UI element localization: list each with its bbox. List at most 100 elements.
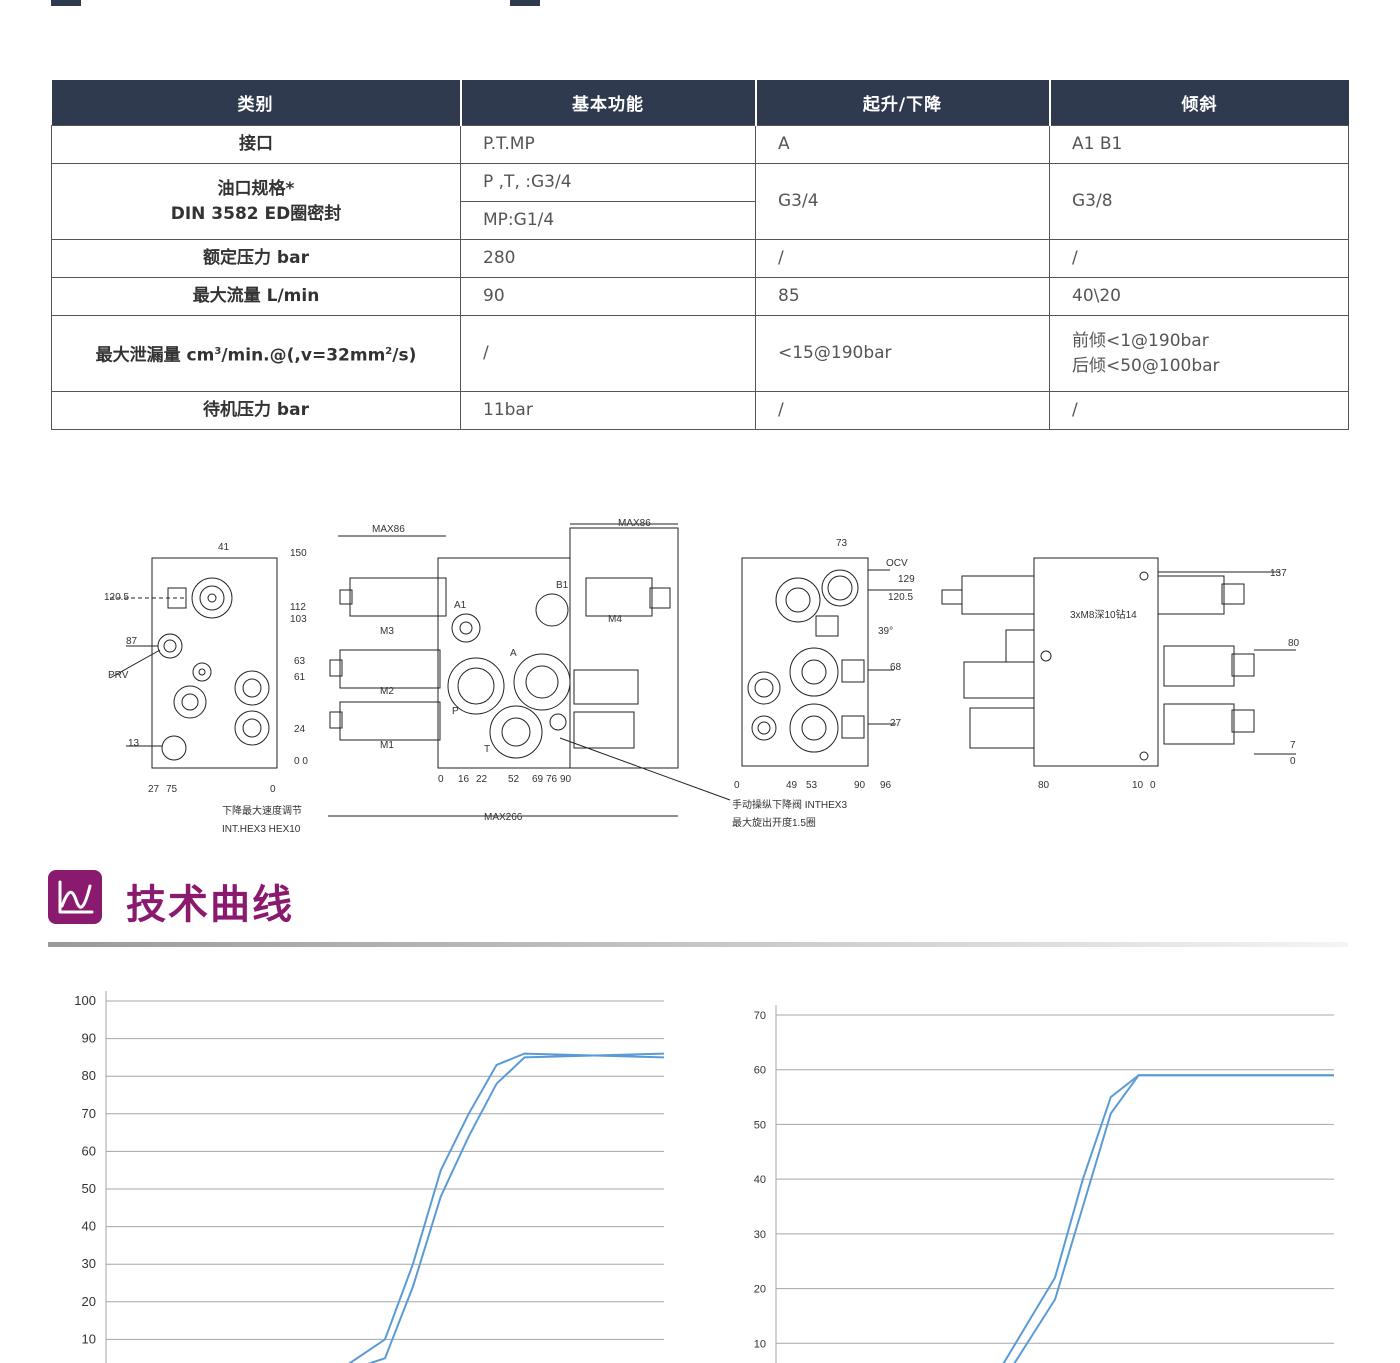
standby-pressure-tilt: /	[1049, 391, 1349, 430]
dim-bottom-left-0: 0	[270, 784, 276, 795]
dim-bottom-mid-16: 16	[458, 774, 470, 785]
dim-150: 150	[290, 548, 307, 559]
standby-pressure-label: 待机压力 bar	[51, 391, 461, 430]
top-tab-left	[51, 0, 81, 6]
dim-120-5b: 120.5	[888, 592, 913, 603]
dim-bottom-far-80: 80	[1038, 780, 1050, 791]
series-line-1	[348, 1052, 665, 1363]
row-rated-pressure: 额定压力 bar 280 / /	[51, 239, 1349, 278]
row-max-leakage: 最大泄漏量 cm3/min.@(,v=32mm2/s) / <15@190bar…	[51, 315, 1349, 392]
y-tick-label: 30	[82, 1256, 96, 1271]
standby-pressure-lift: /	[755, 391, 1050, 430]
dim-bottom-mid-22: 22	[476, 774, 488, 785]
dim-max86-a: MAX86	[372, 524, 405, 535]
row-max-flow: 最大流量 L/min 90 85 40\20	[51, 277, 1349, 316]
back-view	[941, 557, 1296, 767]
leak-label-sup1: 3	[214, 345, 222, 357]
row-port: 接口 P.T.MP A A1 B1	[51, 125, 1349, 164]
y-tick-label: 60	[754, 1065, 766, 1077]
label-m2: M2	[380, 686, 394, 697]
dim-bottom-mid-69: 69	[532, 774, 544, 785]
dim-bottom-right-0: 0	[734, 780, 740, 791]
label-t: T	[484, 744, 490, 755]
port-spec-basic-line2: MP:G1/4	[483, 210, 555, 230]
y-tick-label: 70	[82, 1106, 96, 1121]
leak-label-sup2: 2	[385, 345, 393, 357]
dim-bottom-right-96: 96	[880, 780, 892, 791]
dim-bottom-mid-90: 90	[560, 774, 572, 785]
row-port-spec: 油口规格* DIN 3582 ED圈密封 P ,T, :G3/4 MP:G1/4…	[51, 163, 1349, 240]
port-spec-basic: P ,T, :G3/4 MP:G1/4	[460, 163, 756, 240]
section-title: 技术曲线	[126, 882, 294, 928]
dim-73: 73	[836, 538, 848, 549]
dim-63: 63	[294, 656, 306, 667]
label-p: P	[452, 706, 459, 717]
port-spec-tilt: G3/8	[1049, 163, 1349, 240]
port-spec-lift: G3/4	[755, 163, 1050, 240]
dim-bottom-mid-76: 76	[546, 774, 558, 785]
note-right-2: 最大旋出开度1.5圈	[732, 816, 816, 829]
port-spec-label-line2: DIN 3582 ED圈密封	[170, 203, 342, 224]
label-b1: B1	[556, 580, 569, 591]
max-leakage-lift: <15@190bar	[755, 315, 1050, 392]
dim-bottom-right-49: 49	[786, 780, 798, 791]
standby-pressure-basic: 11bar	[460, 391, 756, 430]
rated-pressure-basic: 280	[460, 239, 756, 278]
side-view-left	[109, 557, 278, 769]
y-tick-label: 20	[82, 1294, 96, 1309]
header-lift-lower: 起升/下降	[755, 80, 1051, 126]
header-category: 类别	[51, 80, 462, 126]
dim-41: 41	[218, 542, 230, 553]
dim-129: 129	[898, 574, 915, 585]
rated-pressure-label: 额定压力 bar	[51, 239, 461, 278]
port-label: 接口	[51, 125, 461, 164]
dim-13: 13	[128, 738, 140, 749]
dim-103: 103	[290, 614, 307, 625]
spec-table: 类别 基本功能 起升/下降 倾斜 接口 P.T.MP A A1 B1 油口规格*…	[51, 80, 1349, 430]
port-tilt: A1 B1	[1049, 125, 1349, 164]
port-basic: P.T.MP	[460, 125, 756, 164]
header-tilt: 倾斜	[1049, 80, 1349, 126]
dim-137: 137	[1270, 568, 1287, 579]
note-left-1: 下降最大速度调节	[222, 804, 302, 817]
dim-bottom-right-53: 53	[806, 780, 818, 791]
leak-label-prefix: 最大泄漏量 cm	[95, 345, 215, 366]
dim-bottom-mid-0: 0	[438, 774, 444, 785]
port-spec-label: 油口规格* DIN 3582 ED圈密封	[51, 163, 461, 240]
y-tick-label: 30	[754, 1229, 766, 1241]
max-leakage-tilt-line1: 前倾<1@190bar	[1072, 330, 1209, 351]
row-standby-pressure: 待机压力 bar 11bar / /	[51, 391, 1349, 430]
leak-label-suffix: /s)	[392, 345, 417, 366]
y-tick-label: 80	[82, 1068, 96, 1083]
max-leakage-label: 最大泄漏量 cm3/min.@(,v=32mm2/s)	[51, 315, 461, 392]
series-line-2	[1013, 1074, 1334, 1363]
y-tick-label: 100	[74, 993, 96, 1008]
dim-max86-b: MAX86	[618, 518, 651, 529]
dim-bottom-right-90: 90	[854, 780, 866, 791]
port-spec-label-line1: 油口规格*	[217, 178, 295, 199]
note-left-2: INT.HEX3 HEX10	[222, 824, 301, 835]
dim-68: 68	[890, 662, 902, 673]
label-screw-note: 3xM8深10钻14	[1070, 608, 1137, 621]
dim-24: 24	[294, 724, 306, 735]
dim-120-5: 120.5	[104, 592, 129, 603]
dim-0-0: 0 0	[294, 756, 308, 767]
y-tick-label: 40	[82, 1219, 96, 1234]
dim-39-deg: 39°	[878, 626, 893, 637]
max-leakage-basic: /	[460, 315, 756, 392]
y-tick-label: 90	[82, 1031, 96, 1046]
dim-bottom-mid-52: 52	[508, 774, 520, 785]
header-basic-function: 基本功能	[460, 80, 757, 126]
dim-max266: MAX266	[484, 812, 523, 823]
dim-27: 27	[890, 718, 902, 729]
series-line-1	[1002, 1074, 1334, 1363]
curve-chart-icon	[48, 870, 102, 924]
max-flow-tilt: 40\20	[1049, 277, 1349, 316]
label-a: A	[510, 648, 517, 659]
dim-bottom-left-75: 75	[166, 784, 178, 795]
dim-bottom-far-0: 0	[1150, 780, 1156, 791]
port-spec-basic-line1: P ,T, :G3/4	[461, 164, 755, 202]
